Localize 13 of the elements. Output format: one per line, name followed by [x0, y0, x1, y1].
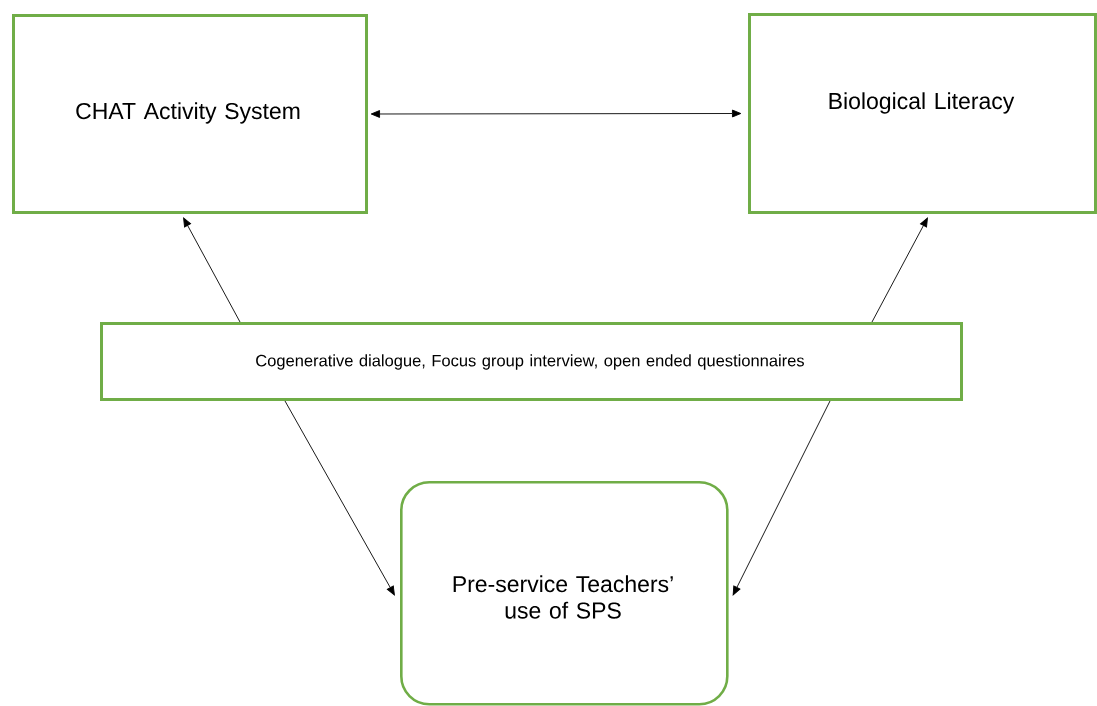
node-label: Biological Literacy: [829, 92, 1015, 114]
process-box: [748, 13, 1097, 214]
rounded-box: [400, 481, 729, 706]
method-box: [100, 322, 963, 401]
arrow: [370, 109, 742, 118]
process-box: [12, 14, 368, 214]
arrow: [732, 400, 831, 596]
arrow: [284, 400, 395, 596]
arrow: [871, 217, 928, 323]
node-label: Cogenerative dialogue, Focus group interview, open ended questionnaires: [256, 354, 804, 370]
node-label: Pre-service Teachers’ use of SPS: [453, 575, 673, 619]
arrow: [183, 217, 241, 323]
node-label: CHAT Activity System: [76, 102, 300, 124]
